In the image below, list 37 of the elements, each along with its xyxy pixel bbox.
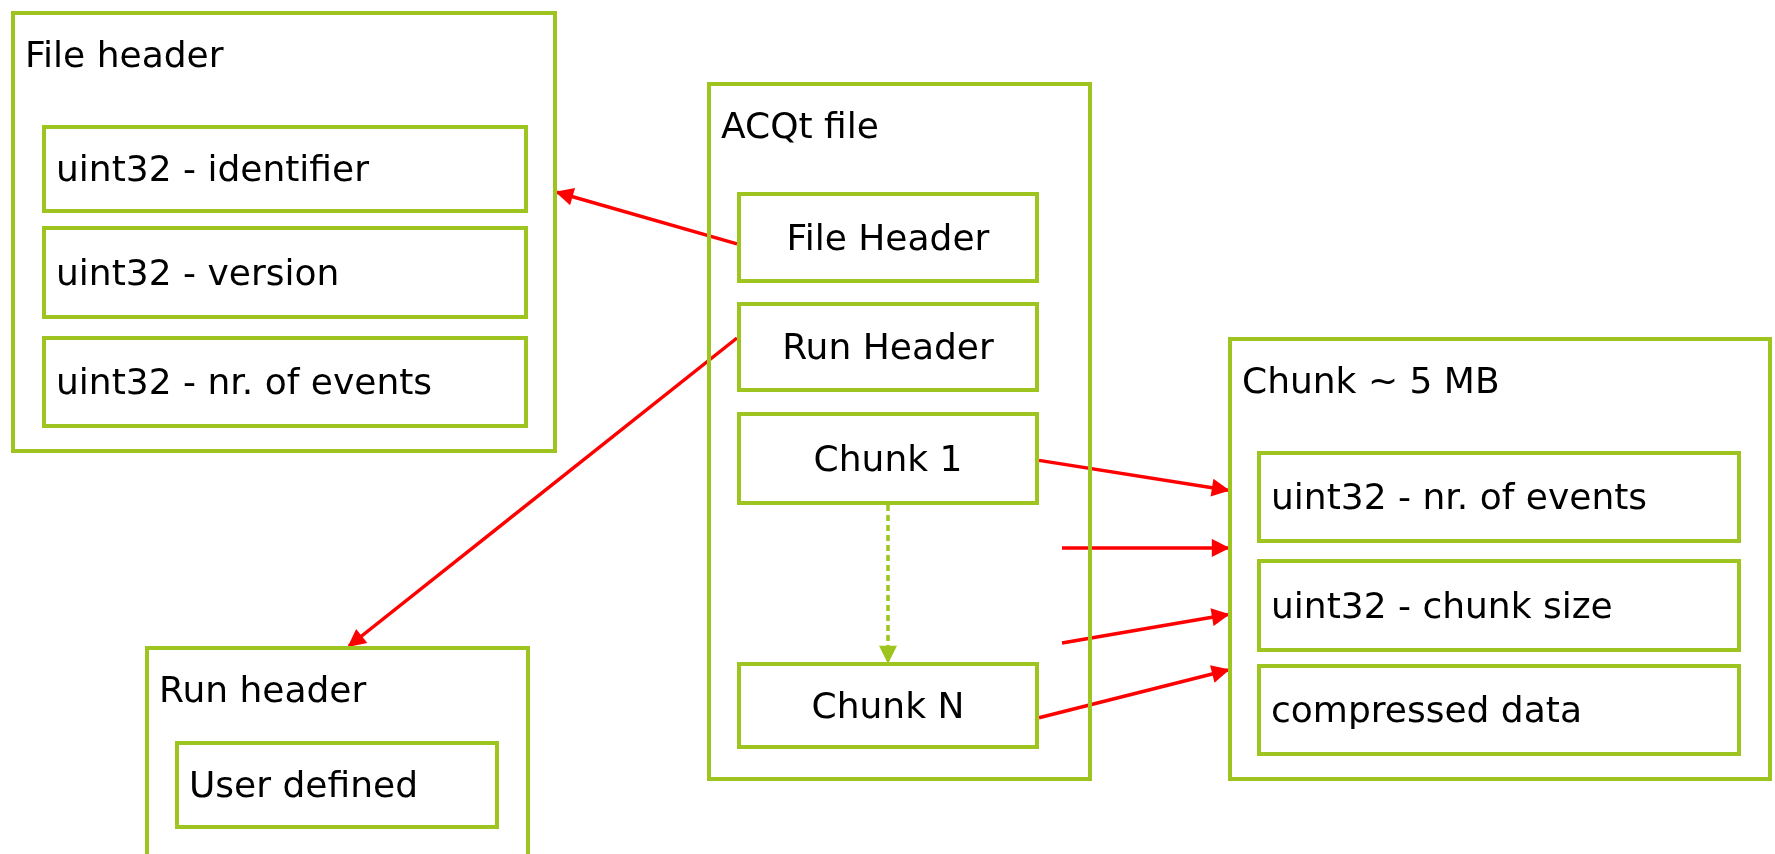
arrow bbox=[1062, 538, 1230, 557]
field-label: User defined bbox=[189, 763, 418, 807]
arrow bbox=[555, 188, 738, 246]
field-box bbox=[42, 125, 528, 213]
field-box bbox=[737, 302, 1039, 392]
field-label: Chunk 1 bbox=[813, 436, 963, 481]
field-box bbox=[1257, 451, 1741, 543]
box-heading: Run header bbox=[159, 668, 367, 712]
field-box bbox=[1257, 664, 1741, 756]
field-box bbox=[175, 741, 499, 829]
field-label: uint32 - nr. of events bbox=[56, 360, 433, 404]
arrow bbox=[1038, 665, 1230, 720]
box-heading: File header bbox=[25, 33, 224, 77]
field-box bbox=[1257, 559, 1741, 652]
field-label: compressed data bbox=[1271, 688, 1582, 732]
field-box bbox=[737, 412, 1039, 505]
box-heading: ACQt file bbox=[721, 104, 879, 148]
container-box bbox=[145, 646, 530, 854]
container-box bbox=[707, 82, 1092, 781]
box-heading: Chunk ~ 5 MB bbox=[1242, 359, 1500, 403]
field-box bbox=[737, 192, 1039, 283]
field-label: uint32 - chunk size bbox=[1271, 583, 1613, 628]
arrow bbox=[1061, 608, 1230, 645]
field-label: uint32 - nr. of events bbox=[1271, 475, 1648, 519]
field-box bbox=[42, 336, 528, 428]
field-label: File Header bbox=[786, 215, 990, 260]
arrow bbox=[347, 336, 739, 648]
container-box bbox=[11, 11, 557, 453]
field-box bbox=[42, 226, 528, 319]
field-label: Run Header bbox=[782, 325, 994, 369]
field-label: uint32 - identifier bbox=[56, 147, 369, 191]
field-label: Chunk N bbox=[811, 683, 965, 728]
arrow bbox=[1038, 458, 1230, 497]
arrow bbox=[879, 505, 897, 664]
field-label: uint32 - version bbox=[56, 250, 340, 295]
field-box bbox=[737, 662, 1039, 749]
container-box bbox=[1228, 337, 1772, 781]
